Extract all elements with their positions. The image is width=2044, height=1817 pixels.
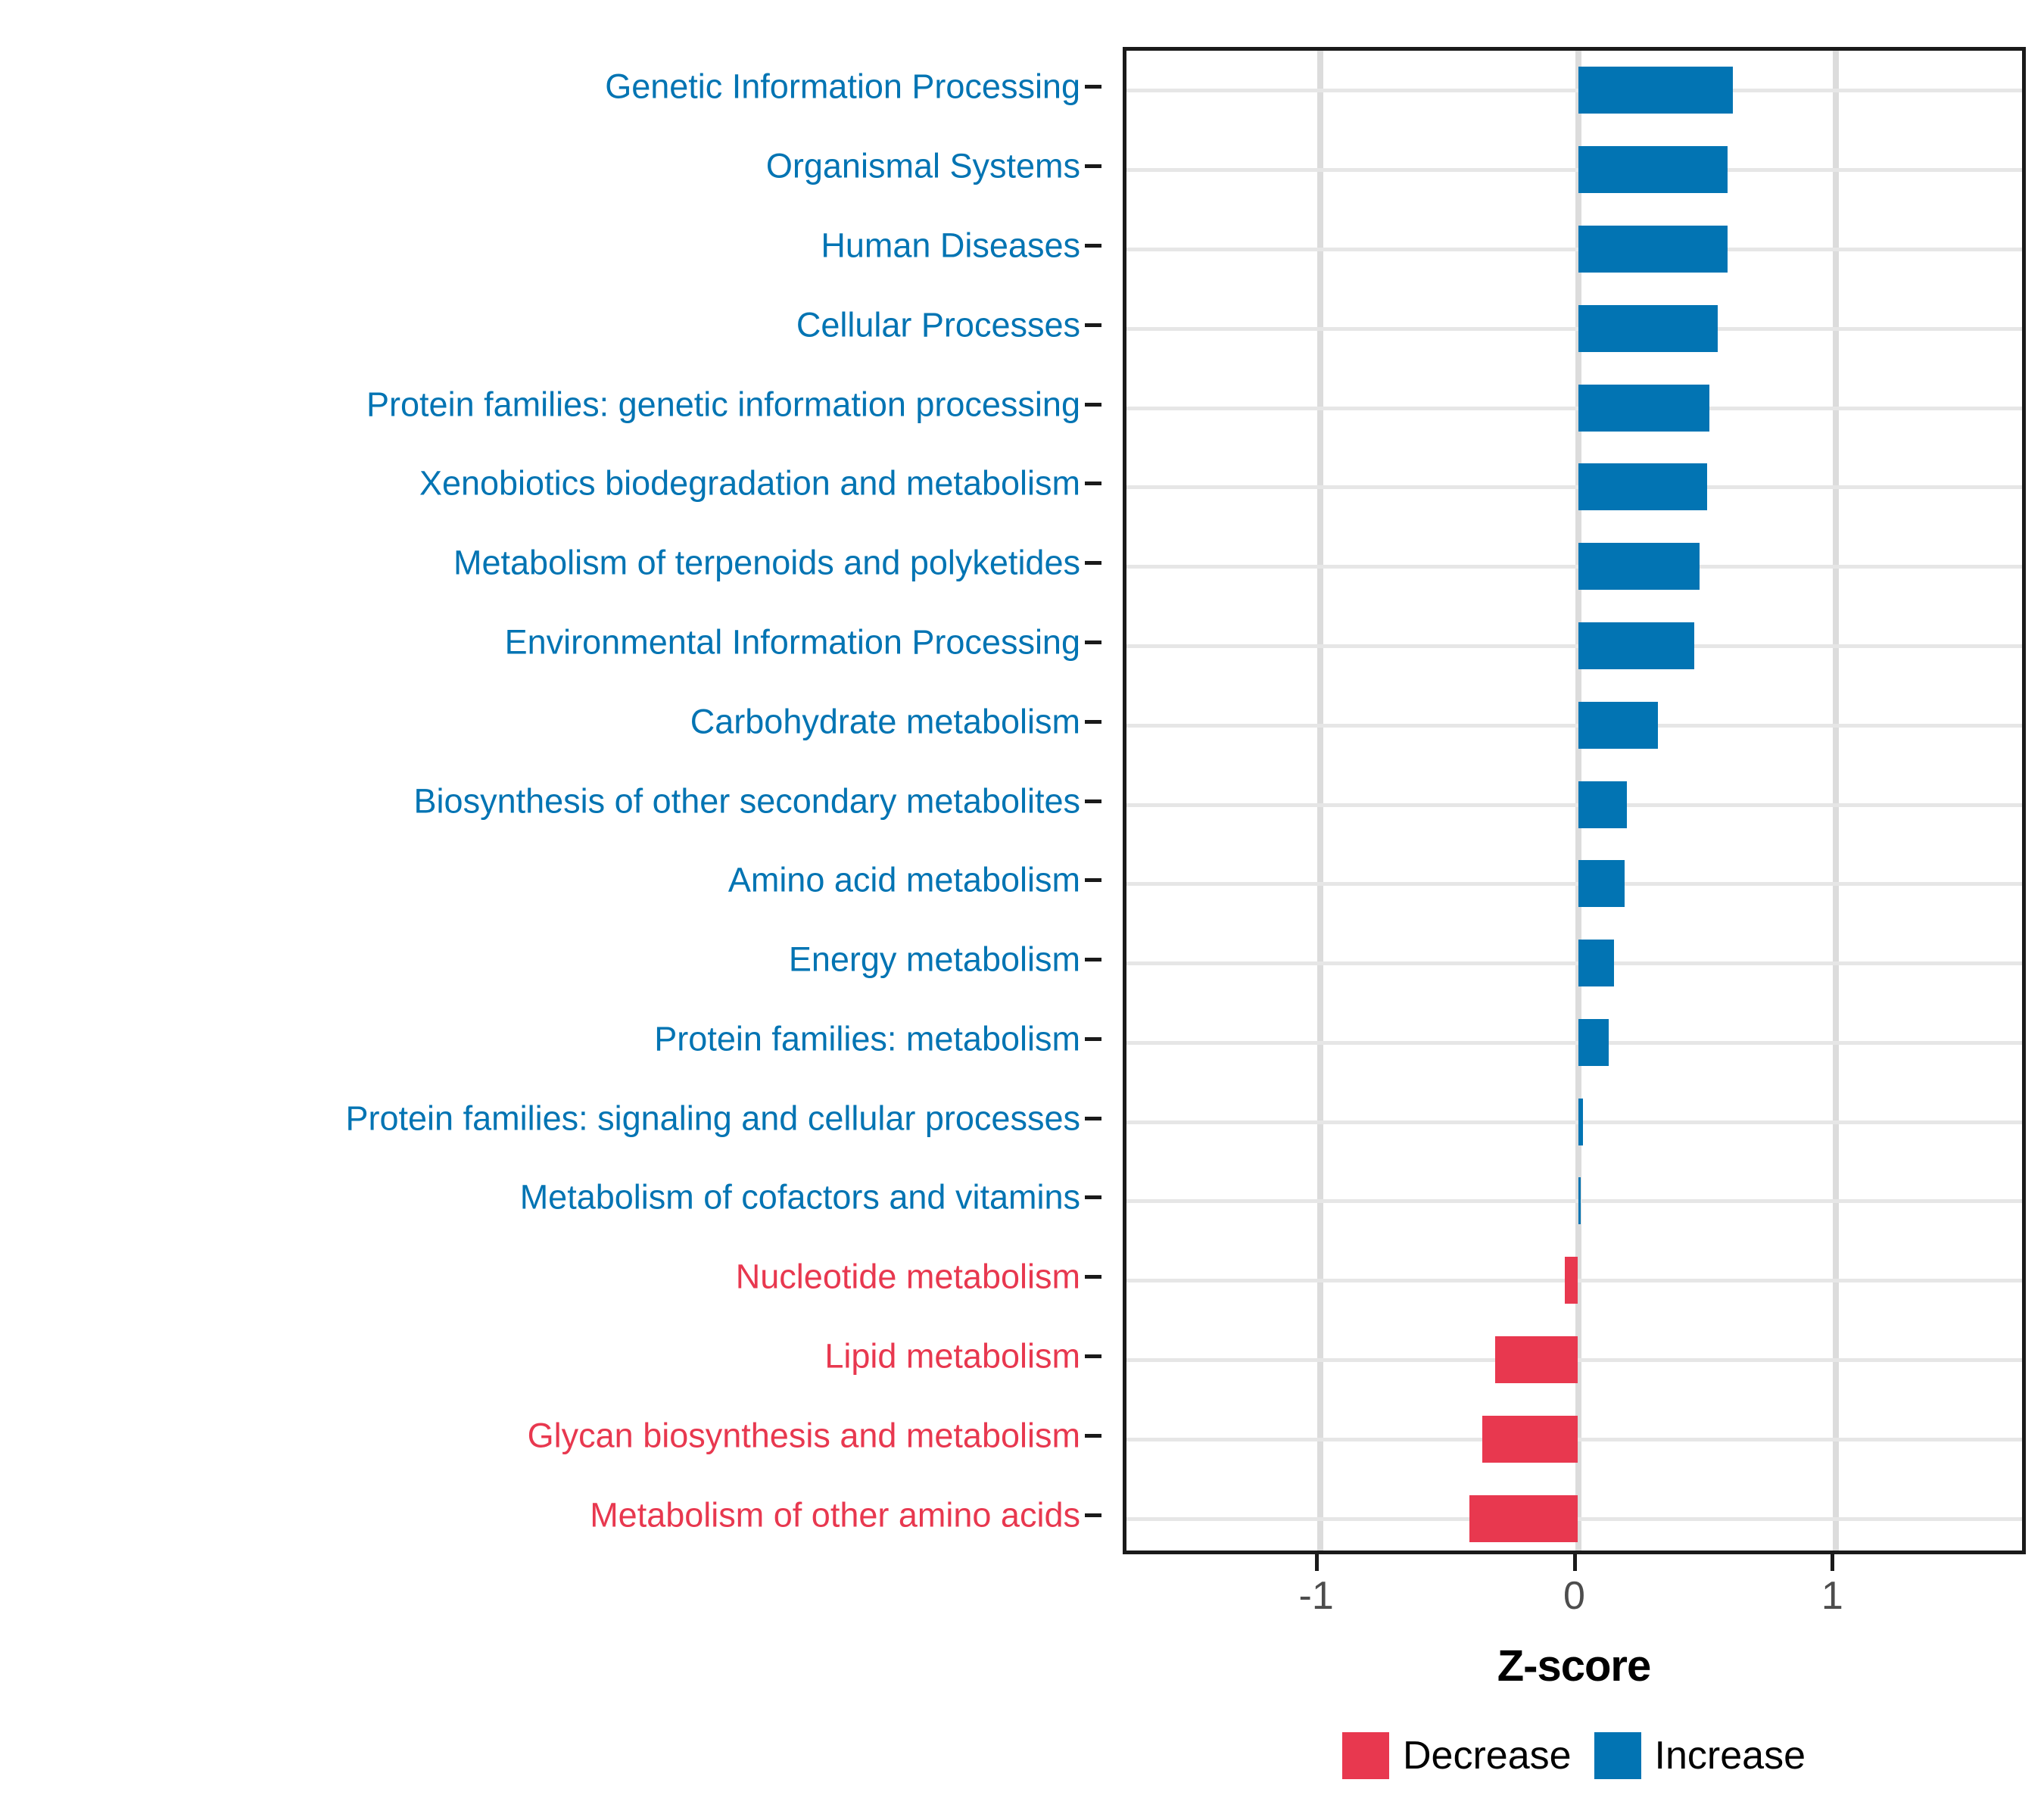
plot-area [1126,51,2022,1551]
y-axis-tick [1085,85,1101,89]
legend-label: Increase [1654,1734,1806,1778]
y-axis-tick [1085,164,1101,169]
chart-bar[interactable] [1578,543,1700,591]
chart-bar[interactable] [1578,860,1625,908]
y-axis-category-label: Xenobiotics biodegradation and metabolis… [419,463,1080,503]
y-axis-category-label: Metabolism of cofactors and vitamins [519,1177,1080,1217]
y-axis-tick [1085,1195,1101,1200]
y-axis-tick [1085,640,1101,644]
y-axis-tick [1085,799,1101,803]
x-gridline [1833,51,1840,1551]
y-axis-tick [1085,1275,1101,1279]
chart-bar[interactable] [1578,940,1615,987]
y-gridline [1126,326,2022,331]
y-axis-category-label: Glycan biosynthesis and metabolism [527,1416,1080,1455]
chart-bar[interactable] [1482,1415,1578,1463]
x-axis-tick [1831,1554,1835,1571]
chart-legend: Decrease Increase [1341,1732,1806,1779]
y-axis-tick [1085,1036,1101,1041]
x-axis-tick-label: -1 [1298,1574,1334,1618]
y-gridline [1126,1040,2022,1045]
y-axis-tick [1085,1513,1101,1517]
y-gridline [1126,644,2022,648]
y-axis-tick [1085,402,1101,407]
y-axis-category-label: Amino acid metabolism [728,860,1080,899]
y-gridline [1126,961,2022,966]
y-gridline [1126,723,2022,728]
y-gridline [1126,89,2022,93]
y-gridline [1126,803,2022,807]
y-gridline [1126,1120,2022,1124]
y-gridline [1126,406,2022,410]
legend-item[interactable]: Decrease [1341,1732,1572,1779]
y-axis-tick [1085,323,1101,327]
y-axis-category-label: Biosynthesis of other secondary metaboli… [413,781,1080,820]
x-axis-tick [1572,1554,1577,1571]
y-axis-tick [1085,719,1101,724]
chart-bar[interactable] [1469,1494,1578,1542]
y-axis-tick [1085,1354,1101,1359]
y-axis-category-label: Environmental Information Processing [504,622,1080,662]
y-axis-tick [1085,878,1101,883]
y-axis-category-label: Protein families: metabolism [654,1019,1080,1058]
x-axis-tick-label: 1 [1821,1574,1843,1618]
x-gridline [1316,51,1323,1551]
y-axis-category-label: Human Diseases [821,226,1080,265]
y-axis-tick [1085,482,1101,486]
y-axis-category-label: Lipid metabolism [824,1336,1080,1376]
chart-bar[interactable] [1578,781,1628,828]
legend-item[interactable]: Increase [1594,1732,1806,1779]
chart-bar[interactable] [1578,622,1694,669]
chart-bar[interactable] [1495,1336,1578,1384]
legend-color-swatch [1341,1732,1389,1779]
y-axis-category-label: Metabolism of other amino acids [590,1495,1080,1535]
chart-bar[interactable] [1578,67,1733,114]
y-gridline [1126,882,2022,887]
y-axis-tick [1085,561,1101,566]
chart-bar[interactable] [1578,1018,1609,1066]
legend-label: Decrease [1402,1734,1572,1778]
x-axis-title: Z-score [1497,1641,1652,1691]
chart-bar[interactable] [1578,1177,1581,1225]
y-axis-category-label: Organismal Systems [765,146,1080,185]
y-gridline [1126,1199,2022,1204]
y-axis-category-label: Metabolism of terpenoids and polyketides [453,543,1080,582]
legend-color-swatch [1594,1732,1641,1779]
x-axis-tick [1314,1554,1319,1571]
y-axis-category-label: Protein families: signaling and cellular… [345,1099,1081,1138]
chart-bar[interactable] [1578,384,1710,432]
x-axis-tick-label: 0 [1563,1574,1585,1618]
chart-bar[interactable] [1578,225,1728,273]
plot-panel [1123,47,2026,1554]
y-gridline [1126,247,2022,251]
chart-bar[interactable] [1578,146,1728,194]
y-axis-tick [1085,243,1101,248]
chart-bar[interactable] [1565,1257,1578,1304]
chart-bar[interactable] [1578,463,1707,511]
y-gridline [1126,168,2022,173]
y-axis-category-label: Protein families: genetic information pr… [366,385,1080,424]
y-axis-category-label: Carbohydrate metabolism [690,702,1080,741]
y-axis-tick [1085,958,1101,962]
chart-bar[interactable] [1578,1098,1584,1145]
y-axis-tick [1085,1116,1101,1120]
y-axis-category-label: Nucleotide metabolism [735,1257,1080,1296]
y-gridline [1126,485,2022,490]
chart-bar[interactable] [1578,304,1718,352]
y-axis-category-label: Cellular Processes [796,305,1080,344]
y-axis-category-label: Energy metabolism [788,940,1080,979]
y-gridline [1126,565,2022,569]
y-axis-tick [1085,1433,1101,1438]
y-axis-category-label: Genetic Information Processing [605,67,1080,106]
chart-bar[interactable] [1578,701,1659,749]
